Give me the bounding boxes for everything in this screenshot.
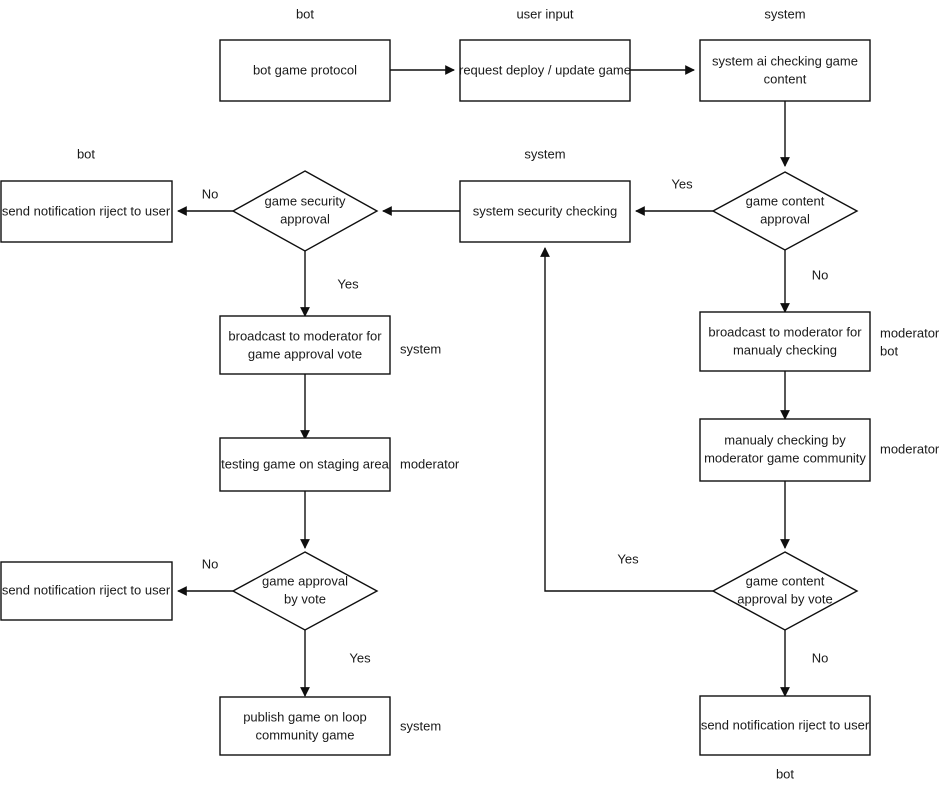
lane-label-user-input: user input xyxy=(516,6,573,21)
node-bot-game-protocol[interactable]: bot game protocol xyxy=(219,39,391,102)
node-label-line1: manualy checking by xyxy=(724,432,846,447)
node-label-line1: game content xyxy=(746,193,825,208)
node-label-line2: content xyxy=(764,71,807,86)
edges-group xyxy=(177,65,790,697)
node-game-security-approval[interactable]: game security approval xyxy=(231,170,379,252)
lane-label-system-publish: system xyxy=(400,718,441,733)
node-label-line1: game security xyxy=(265,193,346,208)
node-label-line1: broadcast to moderator for xyxy=(228,328,382,343)
lane-label-bot-left: bot xyxy=(77,146,95,161)
node-manual-checking[interactable]: manualy checking by moderator game commu… xyxy=(699,418,871,482)
node-label: testing game on staging area xyxy=(221,456,389,471)
node-label-line2: approval xyxy=(760,211,810,226)
lane-label-system-broadcast: system xyxy=(400,341,441,356)
node-label-line1: system ai checking game xyxy=(712,53,858,68)
node-label-line2: manualy checking xyxy=(733,342,837,357)
node-game-approval-by-vote[interactable]: game approval by vote xyxy=(231,551,379,631)
node-label-line2: community game xyxy=(256,727,355,742)
node-send-reject-bottom-left[interactable]: send notification riject to user xyxy=(0,561,173,621)
node-label-line1: publish game on loop xyxy=(243,709,367,724)
node-system-security-checking[interactable]: system security checking xyxy=(459,180,631,243)
node-label: send notification riject to user xyxy=(2,582,171,597)
edge-label-content-no: No xyxy=(812,267,829,282)
node-label-line2: moderator game community xyxy=(704,450,866,465)
node-label-line2: game approval vote xyxy=(248,346,362,361)
lane-label-bot-bottom: bot xyxy=(776,766,794,781)
lane-label-system-mid: system xyxy=(524,146,565,161)
edge-label-content-vote-yes: Yes xyxy=(617,551,639,566)
lane-labels-group: bot user input system bot system system … xyxy=(77,6,940,781)
node-label-line1: game content xyxy=(746,573,825,588)
edge-label-content-yes: Yes xyxy=(671,176,693,191)
node-label: send notification riject to user xyxy=(2,203,171,218)
node-label-line2: approval xyxy=(280,211,330,226)
node-label: send notification riject to user xyxy=(701,717,870,732)
node-label-line2: by vote xyxy=(284,591,326,606)
lane-label-moderator-bot-1: moderator xyxy=(880,325,940,340)
edge-label-vote-yes: Yes xyxy=(349,650,371,665)
edge-label-content-vote-no: No xyxy=(812,650,829,665)
edge-label-vote-no: No xyxy=(202,556,219,571)
node-label-line1: broadcast to moderator for xyxy=(708,324,862,339)
node-game-content-approval[interactable]: game content approval xyxy=(711,171,859,251)
node-testing-game[interactable]: testing game on staging area xyxy=(219,437,391,492)
node-send-reject-bottom-right[interactable]: send notification riject to user xyxy=(699,695,871,756)
node-label: request deploy / update game xyxy=(459,62,631,77)
lane-label-moderator-bot-2: bot xyxy=(880,343,898,358)
edge-content-vote-yes-loopback xyxy=(540,247,713,592)
node-broadcast-vote[interactable]: broadcast to moderator for game approval… xyxy=(219,315,391,375)
edge-labels-group: Yes No No Yes No Yes Yes No xyxy=(202,176,829,665)
node-send-reject-top[interactable]: send notification riject to user xyxy=(0,180,173,243)
lane-label-bot-top: bot xyxy=(296,6,314,21)
node-publish-game[interactable]: publish game on loop community game xyxy=(219,696,391,756)
lane-label-moderator-test: moderator xyxy=(400,456,460,471)
lane-label-moderator-manual: moderator xyxy=(880,441,940,456)
edge-label-security-yes: Yes xyxy=(337,276,359,291)
node-label: bot game protocol xyxy=(253,62,357,77)
node-game-content-approval-vote[interactable]: game content approval by vote xyxy=(711,551,859,631)
node-label-line2: approval by vote xyxy=(737,591,832,606)
lane-label-system-top: system xyxy=(764,6,805,21)
node-request-deploy[interactable]: request deploy / update game xyxy=(459,39,631,102)
node-system-ai-checking[interactable]: system ai checking game content xyxy=(699,39,871,102)
node-label: system security checking xyxy=(473,203,618,218)
edge-label-security-no: No xyxy=(202,186,219,201)
node-broadcast-manual[interactable]: broadcast to moderator for manualy check… xyxy=(699,311,871,372)
node-label-line1: game approval xyxy=(262,573,348,588)
